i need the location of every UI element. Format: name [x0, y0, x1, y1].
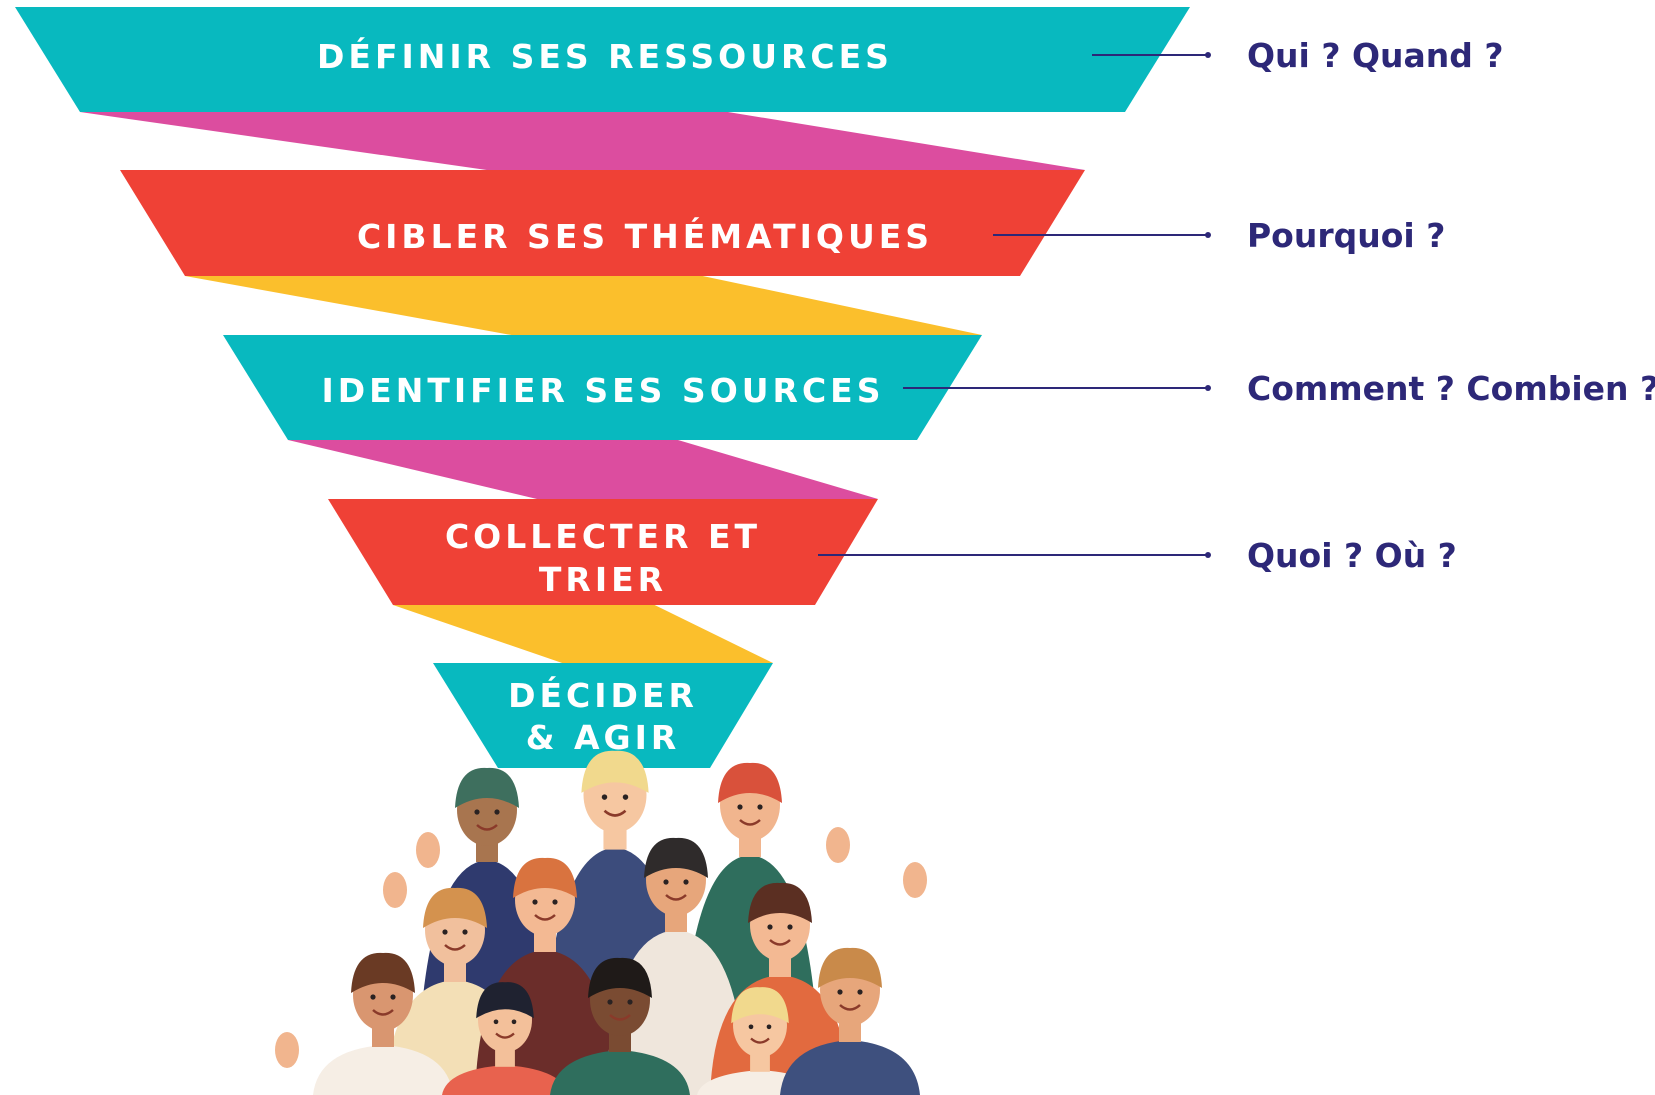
person-10: [550, 957, 690, 1095]
crowd-illustration: [275, 750, 927, 1095]
connector-dot-4: [1205, 552, 1211, 558]
funnel-step-1-label: DÉFINIR SES RESSOURCES: [317, 36, 893, 76]
funnel-ribbon-4: [393, 605, 773, 663]
waving-hand-5: [826, 827, 850, 863]
funnel-step-5-label: DÉCIDER: [508, 675, 698, 715]
funnel-ribbon-3: [288, 440, 878, 499]
funnel-step-4-label: TRIER: [539, 560, 667, 599]
person-8: [313, 952, 453, 1095]
funnel-step-5-label: & AGIR: [526, 718, 681, 757]
waving-hand-3: [903, 862, 927, 898]
connector-dot-3: [1205, 385, 1211, 391]
funnel-step-4-label: COLLECTER ET: [445, 517, 761, 556]
funnel-step-2-label: CIBLER SES THÉMATIQUES: [357, 216, 933, 256]
question-1: Qui ? Quand ?: [1247, 36, 1504, 75]
waving-hand-4: [275, 1032, 299, 1068]
question-2: Pourquoi ?: [1247, 216, 1445, 255]
question-3: Comment ? Combien ?: [1247, 369, 1655, 408]
funnel-ribbon-1: [80, 112, 1085, 170]
connector-dot-2: [1205, 232, 1211, 238]
person-12: [780, 947, 920, 1095]
connector-dot-1: [1205, 52, 1211, 58]
question-4: Quoi ? Où ?: [1247, 536, 1457, 575]
funnel-step-1: [15, 7, 1190, 112]
person-9: [442, 982, 568, 1095]
funnel-ribbon-2: [185, 276, 982, 335]
funnel-step-3-label: IDENTIFIER SES SOURCES: [321, 371, 884, 410]
funnel-step-5: [433, 663, 773, 768]
funnel-step-3: [223, 335, 982, 440]
waving-hand-1: [416, 832, 440, 868]
waving-hand-2: [383, 872, 407, 908]
funnel-step-4: [328, 499, 878, 605]
funnel-step-2: [120, 170, 1085, 276]
